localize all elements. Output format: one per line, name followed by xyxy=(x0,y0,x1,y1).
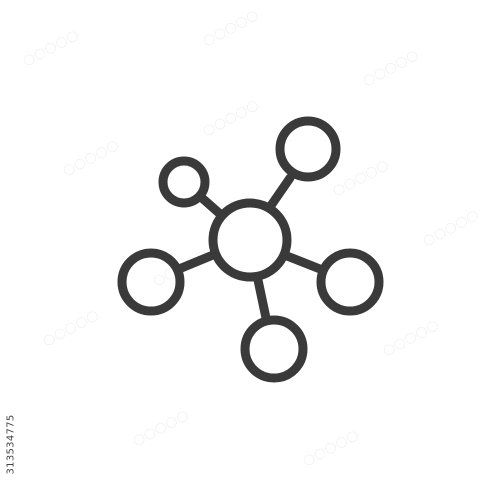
connector-line-left xyxy=(174,250,218,274)
watermark-id-vertical: 313534775 xyxy=(0,388,22,500)
watermark-id-text: 313534775 xyxy=(5,414,17,474)
center-node xyxy=(208,198,292,282)
connector-line-right xyxy=(282,251,325,274)
node-left xyxy=(117,248,185,316)
node-bottom xyxy=(240,315,308,383)
connector-line-top-right xyxy=(265,173,295,212)
connector-line-top-left xyxy=(197,193,224,218)
node-right xyxy=(316,248,384,316)
connector-line-bottom xyxy=(253,275,271,323)
node-top-right xyxy=(275,116,341,182)
node-top-left xyxy=(158,156,210,208)
